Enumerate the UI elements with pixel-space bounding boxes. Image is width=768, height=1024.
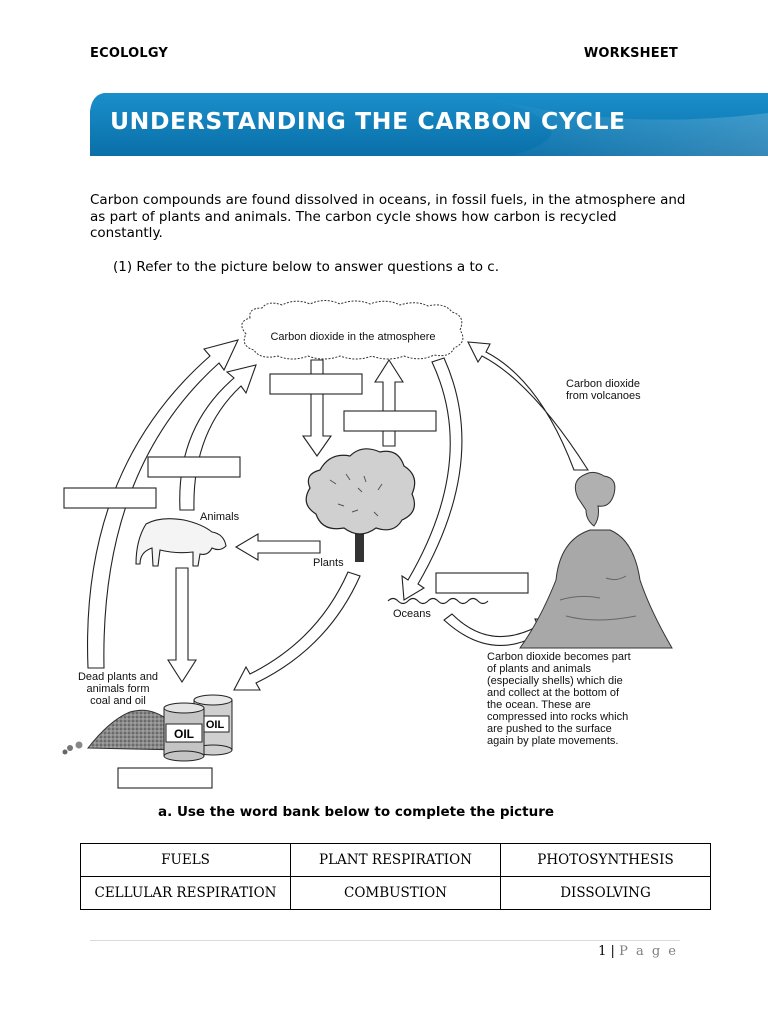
page-separator: | xyxy=(610,944,615,959)
word-bank-cell: FUELS xyxy=(80,843,291,877)
header-subject: ECOLOLGY xyxy=(90,46,169,61)
oil-barrel-back-label: OIL xyxy=(206,719,225,731)
arrow-plant-respiration-up xyxy=(373,358,405,447)
header-type: WORKSHEET xyxy=(583,46,678,61)
atmosphere-label: Carbon dioxide in the atmosphere xyxy=(270,331,435,343)
arrow-animals-to-fuels xyxy=(166,567,198,684)
answer-boxes xyxy=(63,373,529,789)
tree-illustration: Plants xyxy=(305,448,416,569)
word-bank-cell: CELLULAR RESPIRATION xyxy=(80,876,291,910)
page-title: UNDERSTANDING THE CARBON CYCLE xyxy=(110,107,626,135)
arrow-plants-to-animals xyxy=(234,533,321,561)
answer-box-5 xyxy=(435,572,529,594)
question-a-text: a. Use the word bank below to complete t… xyxy=(158,804,555,820)
dead-plants-line-1: Dead plants and xyxy=(78,671,158,683)
dead-plants-line-3: coal and oil xyxy=(90,695,146,707)
cow-illustration: Animals xyxy=(135,511,240,567)
volcano-label-line-1: Carbon dioxide xyxy=(566,378,640,390)
plants-label: Plants xyxy=(313,557,344,569)
table-row: CELLULAR RESPIRATION COMBUSTION DISSOLVI… xyxy=(80,876,711,910)
carbon-cycle-diagram: Carbon dioxide in the atmosphere xyxy=(62,300,673,789)
banner-background xyxy=(90,93,768,156)
ocean-note-line-8: again by plate movements. xyxy=(487,735,618,747)
page-word: P a g e xyxy=(619,944,678,959)
atmosphere-cloud: Carbon dioxide in the atmosphere xyxy=(241,300,464,360)
coal-and-oil-illustration: OIL OIL xyxy=(62,694,233,762)
footer-divider xyxy=(90,940,680,941)
oceans-label: Oceans xyxy=(393,608,431,620)
oil-barrel-front: OIL xyxy=(163,702,205,762)
ocean-note-line-4: and collect at the bottom of xyxy=(487,687,620,699)
oil-barrel-front-label: OIL xyxy=(174,727,194,741)
arrow-volcano-to-atmosphere xyxy=(467,341,590,471)
volcano-label-line-2: from volcanoes xyxy=(566,390,641,402)
arrow-photosynthesis-down xyxy=(301,359,333,457)
page-number: 1 xyxy=(598,944,607,959)
question-1-text: (1) Refer to the picture below to answer… xyxy=(113,259,500,275)
word-bank-table: FUELS PLANT RESPIRATION PHOTOSYNTHESIS C… xyxy=(80,843,711,910)
ocean-note: Carbon dioxide becomes part of plants an… xyxy=(487,651,631,747)
arrow-atmosphere-to-oceans xyxy=(401,357,463,601)
volcano-illustration: Carbon dioxide from volcanoes xyxy=(519,378,673,649)
word-bank-cell: COMBUSTION xyxy=(290,876,501,910)
word-bank-cell: PLANT RESPIRATION xyxy=(290,843,501,877)
fossil-fuel-label: Dead plants and animals form coal and oi… xyxy=(78,671,158,707)
animals-label: Animals xyxy=(200,511,240,523)
intro-paragraph: Carbon compounds are found dissolved in … xyxy=(90,192,686,241)
answer-box-6 xyxy=(117,767,213,789)
arrow-plants-to-fuels xyxy=(233,571,361,691)
answer-box-4 xyxy=(63,487,157,509)
ocean-note-line-2: of plants and animals xyxy=(487,663,591,675)
ocean-note-line-7: are pushed to the surface xyxy=(487,723,612,735)
ocean-note-line-6: compressed into rocks which xyxy=(487,711,628,723)
answer-box-1 xyxy=(269,373,363,395)
answer-box-2 xyxy=(343,410,437,432)
answer-box-3 xyxy=(147,456,241,478)
ocean-note-line-5: the ocean. These are xyxy=(487,699,591,711)
table-row: FUELS PLANT RESPIRATION PHOTOSYNTHESIS xyxy=(80,843,711,877)
ocean-note-line-1: Carbon dioxide becomes part xyxy=(487,651,631,663)
word-bank-cell: DISSOLVING xyxy=(500,876,711,910)
title-banner: UNDERSTANDING THE CARBON CYCLE xyxy=(90,93,768,156)
word-bank-cell: PHOTOSYNTHESIS xyxy=(500,843,711,877)
ocean-note-line-3: (especially shells) which die xyxy=(487,675,623,687)
ocean-illustration: Oceans xyxy=(387,597,489,620)
page-footer: 1 | P a g e xyxy=(598,944,678,959)
dead-plants-line-2: animals form xyxy=(87,683,150,695)
